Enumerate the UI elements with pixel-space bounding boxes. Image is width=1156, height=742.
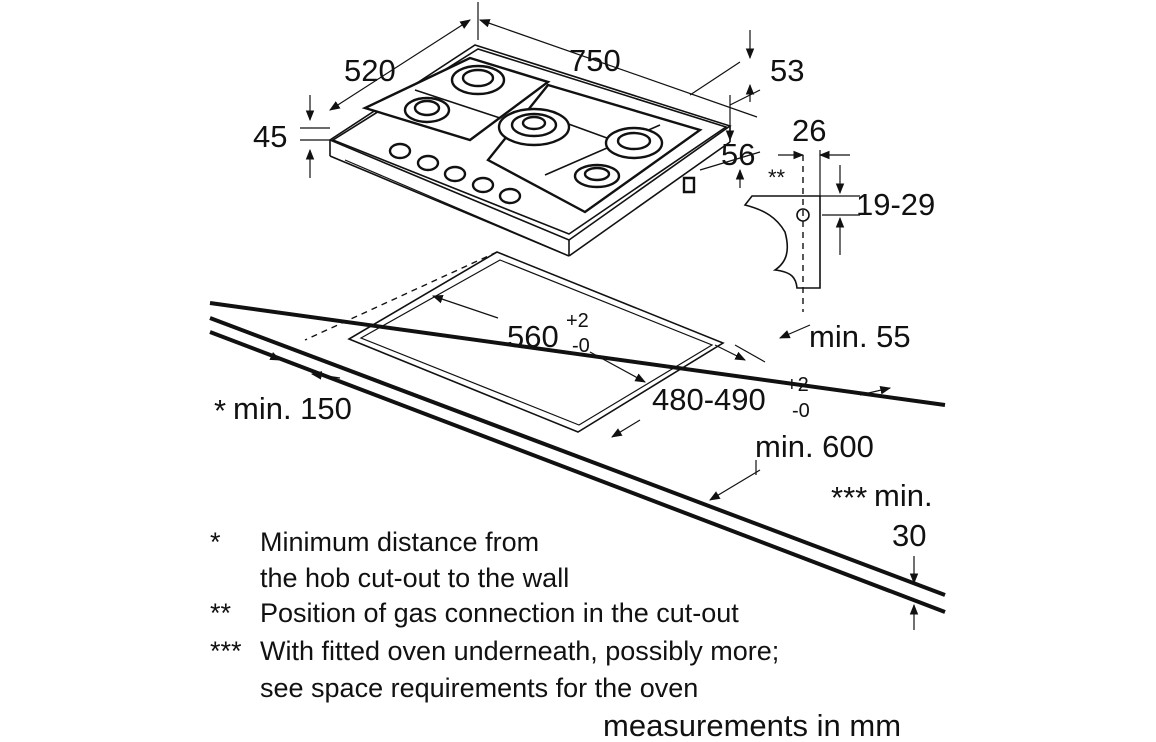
svg-text:+2: +2 bbox=[786, 374, 809, 396]
svg-text:*: * bbox=[214, 393, 226, 428]
label-cutout-depth: 480-490 +2 -0 bbox=[652, 374, 810, 422]
footnotes: * Minimum distance from the hob cut-out … bbox=[210, 527, 901, 742]
svg-text:30: 30 bbox=[892, 518, 926, 553]
worktop bbox=[209, 301, 946, 614]
svg-text:480-490: 480-490 bbox=[652, 382, 766, 417]
burner-rear-right bbox=[604, 126, 664, 160]
burner-rear-left bbox=[450, 64, 506, 96]
dimension-lines bbox=[257, 2, 919, 630]
svg-text:-0: -0 bbox=[572, 335, 590, 357]
label-gas-height: 19-29 bbox=[856, 187, 935, 222]
svg-text:min. 150: min. 150 bbox=[233, 391, 352, 426]
burner-center-wok bbox=[497, 107, 571, 147]
label-gas-marker: ** bbox=[768, 165, 786, 190]
label-min-rear: min. 55 bbox=[809, 319, 911, 354]
units-note: measurements in mm bbox=[603, 708, 901, 742]
dimension-labels: 520 750 53 45 56 26 ** 19-29 min. 55 560… bbox=[214, 43, 935, 553]
label-min-below: *** min. 30 bbox=[831, 478, 933, 553]
label-depth-520: 520 bbox=[344, 53, 396, 88]
side-profile bbox=[743, 150, 860, 312]
note-text: the hob cut-out to the wall bbox=[260, 563, 569, 593]
svg-text:560: 560 bbox=[507, 319, 559, 354]
label-side-56: 56 bbox=[721, 137, 755, 172]
note-marker: * bbox=[210, 527, 221, 557]
label-width-750: 750 bbox=[569, 43, 621, 78]
cutout bbox=[304, 251, 725, 433]
burner-front-right bbox=[573, 163, 621, 189]
note-text: see space requirements for the oven bbox=[260, 673, 698, 703]
label-gas-offset-26: 26 bbox=[792, 113, 826, 148]
note-text: Position of gas connection in the cut-ou… bbox=[260, 598, 739, 628]
svg-text:+2: +2 bbox=[566, 310, 589, 332]
note-marker: ** bbox=[210, 598, 232, 628]
label-min-wall: * min. 150 bbox=[214, 391, 352, 428]
label-height-45: 45 bbox=[253, 119, 287, 154]
note-text: With fitted oven underneath, possibly mo… bbox=[260, 636, 779, 666]
note-text: Minimum distance from bbox=[260, 527, 539, 557]
note-marker: *** bbox=[210, 636, 242, 666]
svg-text:***: *** bbox=[831, 480, 867, 515]
burner-front-left bbox=[403, 96, 451, 124]
svg-text:min.: min. bbox=[874, 478, 933, 513]
svg-text:-0: -0 bbox=[792, 400, 810, 422]
label-min-depth: min. 600 bbox=[755, 429, 874, 464]
control-knobs bbox=[388, 142, 522, 205]
label-cutout-width: 560 +2 -0 bbox=[507, 310, 590, 357]
label-top-53: 53 bbox=[770, 53, 804, 88]
